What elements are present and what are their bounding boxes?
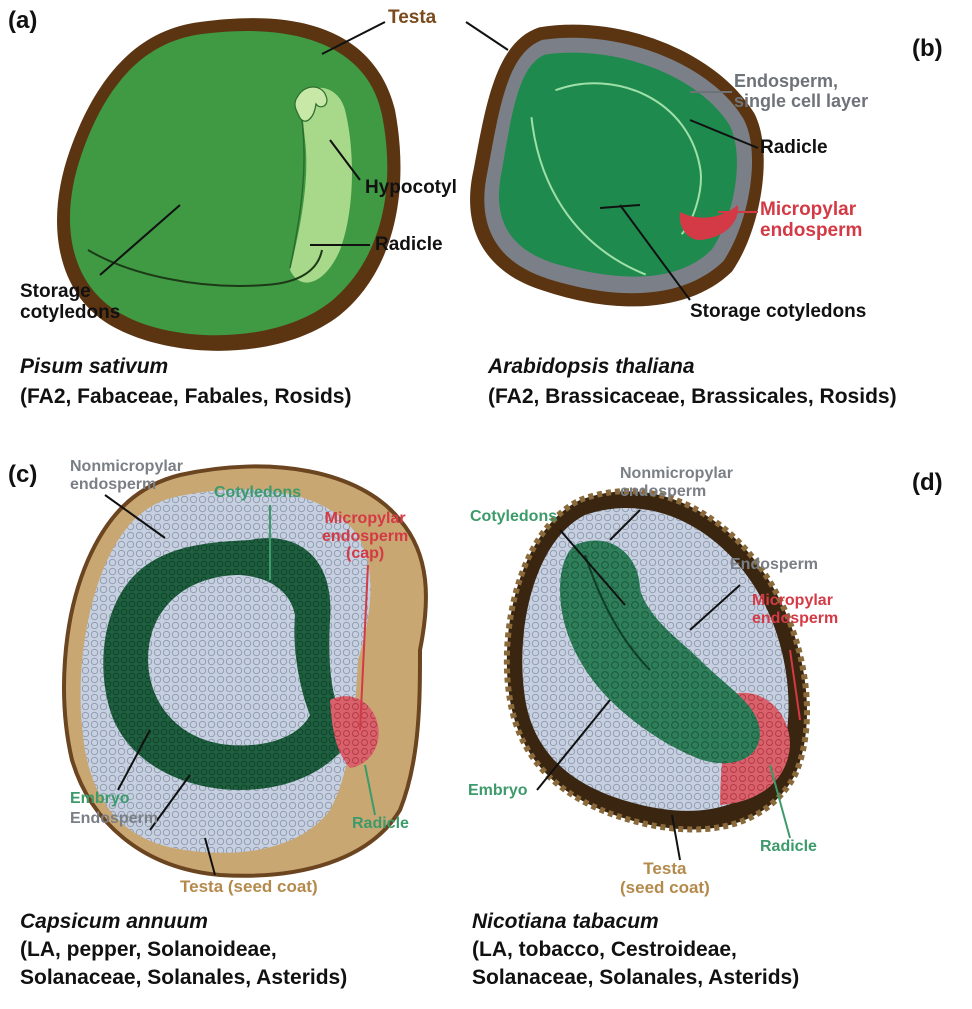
taxonomy-c-line1: (LA, pepper, Solanoideae, <box>20 938 277 961</box>
species-b: Arabidopsis thaliana <box>488 355 695 378</box>
label-b-micropylar-endosperm: Micropylar endosperm <box>760 200 862 242</box>
label-d-micropylar-endosperm: Micropylar endosperm <box>752 592 838 627</box>
label-d-cotyledons: Cotyledons <box>470 508 557 526</box>
species-d: Nicotiana tabacum <box>472 910 659 933</box>
arabidopsis-seed <box>457 11 781 324</box>
label-a-radicle: Radicle <box>375 235 443 256</box>
taxonomy-b: (FA2, Brassicaceae, Brassicales, Rosids) <box>488 385 897 408</box>
panel-d-letter: (d) <box>912 470 943 496</box>
label-d-testa: Testa (seed coat) <box>620 860 710 897</box>
label-c-radicle: Radicle <box>352 815 409 833</box>
nicotiana-seed <box>507 491 807 860</box>
label-b-endosperm: Endosperm, single cell layer <box>734 72 868 112</box>
label-d-embryo: Embryo <box>468 782 528 800</box>
label-b-storage-cotyledons: Storage cotyledons <box>690 302 866 323</box>
label-c-micropylar-endosperm-cap: Micropylar endosperm (cap) <box>322 510 408 563</box>
label-d-nonmicropylar-endosperm: Nonmicropylar endosperm <box>620 465 733 500</box>
label-c-testa: Testa (seed coat) <box>180 878 318 897</box>
species-c: Capsicum annuum <box>20 910 208 933</box>
panel-b-letter: (b) <box>912 36 943 62</box>
label-d-endosperm: Endosperm <box>730 556 818 574</box>
label-a-storage-cotyledons: Storage cotyledons <box>20 282 120 324</box>
panel-a-letter: (a) <box>8 8 37 34</box>
taxonomy-d-line2: Solanaceae, Solanales, Asterids) <box>472 966 799 989</box>
taxonomy-d-line1: (LA, tobacco, Cestroideae, <box>472 938 737 961</box>
label-c-embryo: Embryo <box>70 790 130 808</box>
label-c-endosperm: Endosperm <box>70 810 158 828</box>
species-a: Pisum sativum <box>20 355 168 378</box>
taxonomy-c-line2: Solanaceae, Solanales, Asterids) <box>20 966 347 989</box>
taxonomy-a: (FA2, Fabaceae, Fabales, Rosids) <box>20 385 351 408</box>
panel-c-letter: (c) <box>8 462 37 488</box>
label-a-testa: Testa <box>388 8 436 29</box>
label-b-radicle: Radicle <box>760 138 828 159</box>
label-a-hypocotyl: Hypocotyl <box>365 178 457 199</box>
label-d-radicle: Radicle <box>760 838 817 856</box>
label-c-cotyledons: Cotyledons <box>214 484 301 502</box>
leader-b-testa <box>466 22 508 50</box>
label-c-nonmicropylar-endosperm: Nonmicropylar endosperm <box>70 458 183 493</box>
